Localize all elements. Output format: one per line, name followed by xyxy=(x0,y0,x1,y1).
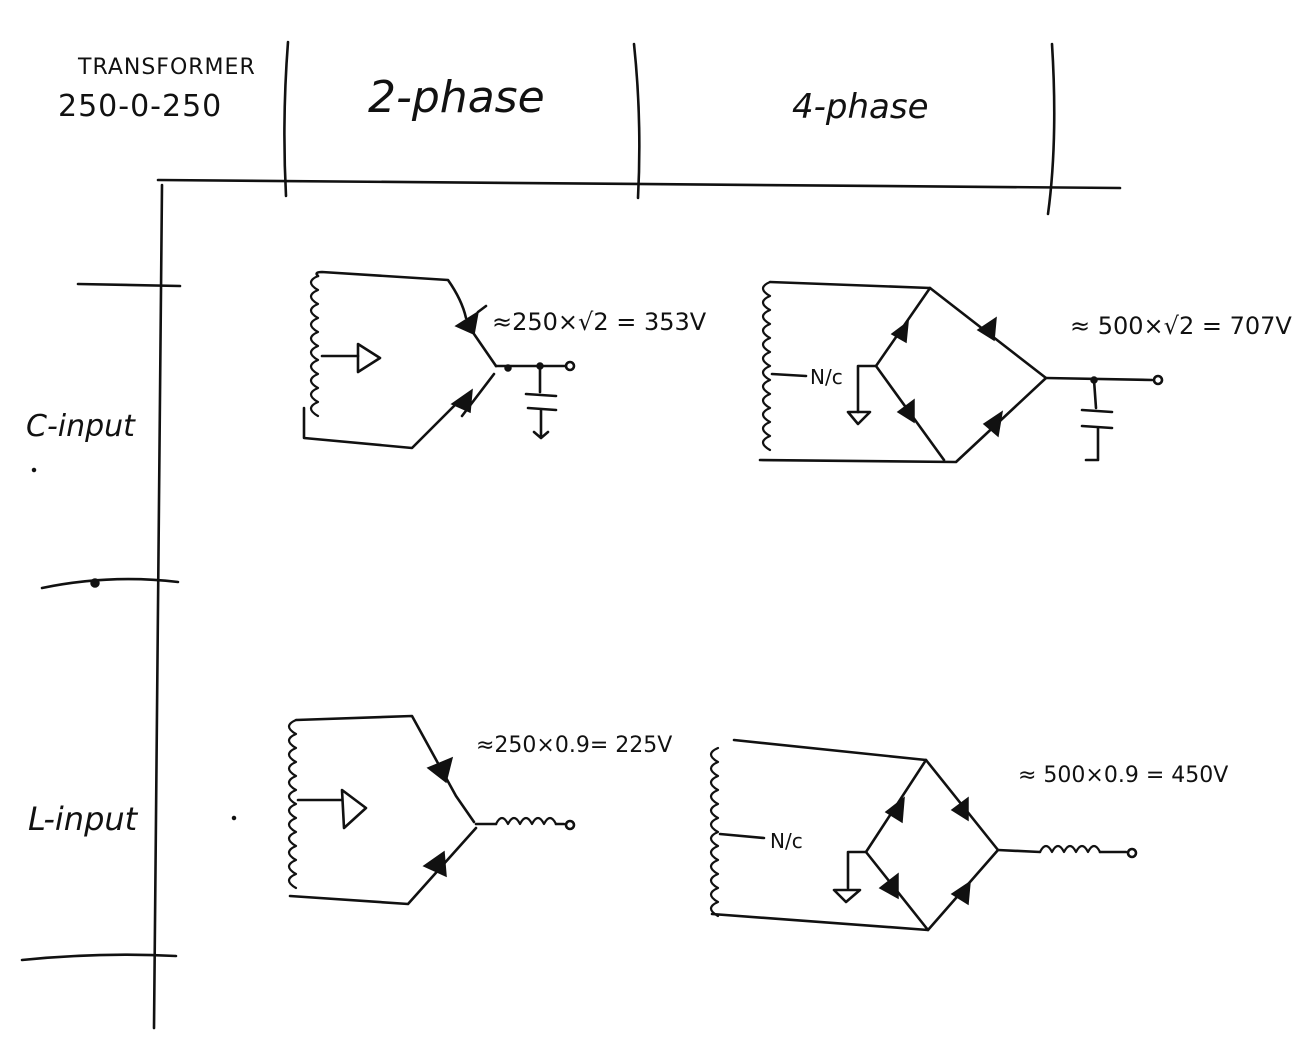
nc-label-c-4-phase: N/c xyxy=(810,365,843,389)
column-header-4-phase: 4-phase xyxy=(792,87,929,127)
formula-c-2-phase: ≈250×√2 = 353V xyxy=(492,308,707,336)
circuit-l-input-4-phase: N/c ≈ 500×0.9 = 450V xyxy=(709,738,1228,932)
formula-l-2-phase: ≈250×0.9= 225V xyxy=(476,733,672,758)
formula-l-4-phase: ≈ 500×0.9 = 450V xyxy=(1018,763,1228,788)
corner-label-voltage: 250-0-250 xyxy=(58,89,222,124)
row-header-l-input: L-input xyxy=(28,800,139,838)
circuit-l-input-2-phase: ≈250×0.9= 225V xyxy=(287,714,672,906)
circuit-c-input-4-phase: N/c ≈ 500×√2 = 707V xyxy=(758,280,1292,464)
formula-c-4-phase: ≈ 500×√2 = 707V xyxy=(1070,312,1292,340)
table-grid xyxy=(20,40,1122,1030)
corner-label-transformer: TRANSFORMER xyxy=(77,55,256,80)
nc-label-l-4-phase: N/c xyxy=(770,829,803,853)
column-header-2-phase: 2-phase xyxy=(368,72,545,123)
row-header-c-input: C-input xyxy=(26,409,136,444)
circuit-c-input-2-phase: ≈250×√2 = 353V xyxy=(302,270,707,450)
